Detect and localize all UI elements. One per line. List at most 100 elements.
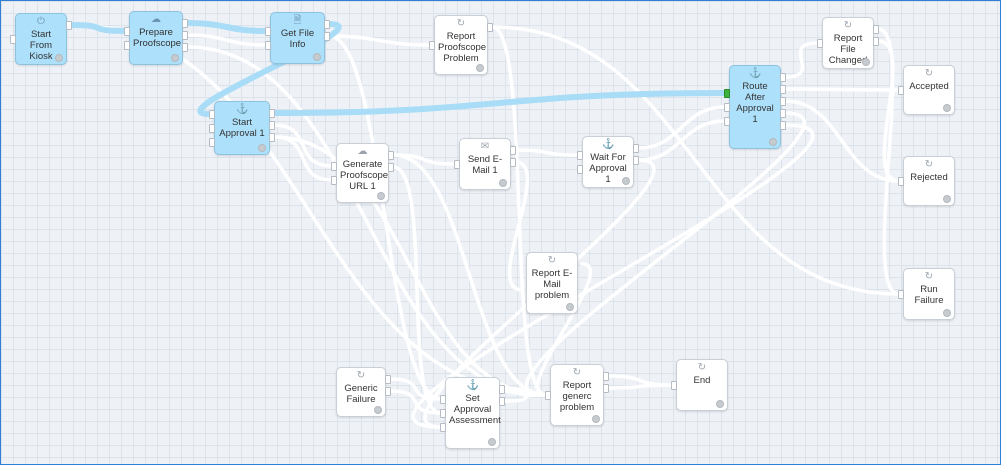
output-port[interactable] (603, 372, 609, 381)
node-generic-failure[interactable]: ↻Generic Failure (336, 367, 386, 417)
output-port[interactable] (269, 121, 275, 130)
input-port[interactable] (898, 290, 904, 299)
output-port[interactable] (780, 109, 786, 118)
node-generate[interactable]: ☁Generate Proofscope URL 1 (336, 143, 389, 203)
output-port[interactable] (603, 384, 609, 393)
node-end[interactable]: ↻End (676, 359, 728, 411)
gear-icon[interactable] (622, 177, 630, 185)
input-port[interactable] (124, 41, 130, 50)
gear-icon[interactable] (592, 415, 600, 423)
output-port[interactable] (388, 163, 394, 172)
output-port[interactable] (780, 85, 786, 94)
gear-icon[interactable] (499, 179, 507, 187)
output-port[interactable] (633, 156, 639, 165)
output-port[interactable] (510, 158, 516, 167)
gear-icon[interactable] (943, 104, 951, 112)
input-port[interactable] (265, 41, 271, 50)
output-port[interactable] (269, 109, 275, 118)
node-getfile[interactable]: 🗎Get File Info (270, 12, 325, 64)
node-report-email[interactable]: ↻Report E-Mail problem (526, 252, 578, 314)
input-port[interactable] (724, 89, 730, 98)
input-port[interactable] (898, 177, 904, 186)
connection (490, 25, 548, 397)
output-port[interactable] (780, 97, 786, 106)
output-port[interactable] (487, 23, 493, 32)
gear-icon[interactable] (862, 58, 870, 66)
node-label: Run Failure (914, 284, 944, 306)
output-port[interactable] (66, 21, 72, 30)
gear-icon[interactable] (377, 192, 385, 200)
gear-icon[interactable] (716, 400, 724, 408)
output-port[interactable] (388, 151, 394, 160)
input-port[interactable] (724, 103, 730, 112)
output-port[interactable] (182, 43, 188, 52)
node-route[interactable]: ⚓Route After Approval 1 (729, 65, 781, 149)
input-port[interactable] (440, 423, 446, 432)
input-port[interactable] (10, 35, 16, 44)
node-accepted[interactable]: ↻Accepted (903, 65, 955, 115)
input-port[interactable] (817, 39, 823, 48)
output-port[interactable] (182, 19, 188, 28)
input-port[interactable] (577, 165, 583, 174)
input-port[interactable] (724, 117, 730, 126)
node-report-proof[interactable]: ↻Report Proofscope Problem (434, 15, 488, 75)
input-port[interactable] (209, 138, 215, 147)
output-port[interactable] (385, 375, 391, 384)
connection (185, 45, 548, 397)
gear-icon[interactable] (769, 138, 777, 146)
input-port[interactable] (209, 124, 215, 133)
node-prepare[interactable]: ☁Prepare Proofscope (129, 11, 183, 65)
node-run-failure[interactable]: ↻ Run Failure (903, 268, 955, 320)
output-port[interactable] (499, 385, 505, 394)
output-port[interactable] (633, 144, 639, 153)
gear-icon[interactable] (943, 195, 951, 203)
input-port[interactable] (429, 41, 435, 50)
input-port[interactable] (898, 86, 904, 95)
gear-icon[interactable] (488, 438, 496, 446)
gear-icon[interactable] (374, 406, 382, 414)
gear-icon[interactable] (55, 54, 63, 62)
gear-icon[interactable] (943, 309, 951, 317)
output-port[interactable] (873, 25, 879, 34)
node-report-file[interactable]: ↻Report File Changed (822, 17, 874, 69)
gear-icon[interactable] (313, 53, 321, 61)
node-report-generic[interactable]: ↻Report generc problem (550, 364, 604, 426)
output-port[interactable] (499, 397, 505, 406)
input-port[interactable] (440, 395, 446, 404)
connection (783, 99, 901, 183)
output-port[interactable] (780, 73, 786, 82)
gear-icon[interactable] (258, 144, 266, 152)
output-port[interactable] (873, 37, 879, 46)
node-rejected[interactable]: ↻Rejected (903, 156, 955, 206)
gear-icon[interactable] (566, 303, 574, 311)
output-port[interactable] (780, 121, 786, 130)
refresh-icon: ↻ (356, 370, 366, 381)
gear-icon[interactable] (476, 64, 484, 72)
output-port[interactable] (324, 32, 330, 41)
output-port[interactable] (324, 20, 330, 29)
node-label: Report generc problem (559, 380, 595, 413)
node-send-email[interactable]: ✉Send E-Mail 1 (459, 138, 511, 190)
output-port[interactable] (385, 387, 391, 396)
node-set-approval[interactable]: ⚓Set Approval Assessment (445, 377, 501, 449)
input-port[interactable] (265, 27, 271, 36)
input-port[interactable] (440, 409, 446, 418)
node-start-approval[interactable]: ⚓Start Approval 1 (214, 101, 270, 155)
active-connection (184, 20, 269, 34)
gear-icon[interactable] (171, 54, 179, 62)
input-port[interactable] (454, 160, 460, 169)
refresh-icon: ↻ (924, 271, 934, 282)
input-port[interactable] (577, 151, 583, 160)
output-port[interactable] (269, 133, 275, 142)
input-port[interactable] (671, 381, 677, 390)
input-port[interactable] (331, 176, 337, 185)
node-start-kiosk[interactable]: ⏻Start From Kiosk (15, 13, 67, 65)
input-port[interactable] (331, 162, 337, 171)
input-port[interactable] (545, 391, 551, 400)
output-port[interactable] (510, 146, 516, 155)
output-port[interactable] (182, 31, 188, 40)
input-port[interactable] (209, 110, 215, 119)
input-port[interactable] (124, 27, 130, 36)
node-wait[interactable]: ⚓Wait For Approval 1 (582, 136, 634, 188)
